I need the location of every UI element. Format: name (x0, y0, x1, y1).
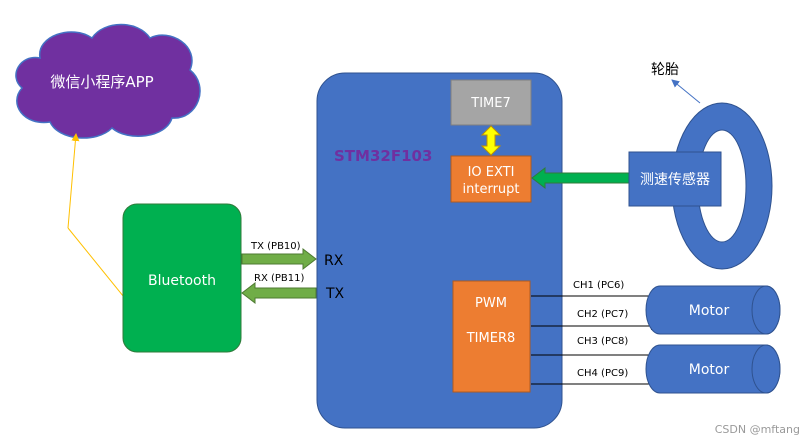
ch2-label: CH2 (PC7) (577, 309, 628, 320)
mcu-tx-label: TX (325, 286, 345, 302)
cloud-label: 微信小程序APP (50, 73, 153, 91)
timer8-label: TIMER8 (466, 331, 516, 346)
mcu-label: STM32F103 (334, 147, 432, 165)
uart-rx-arrow: RX (PB11) (241, 273, 317, 305)
mcu-rx-label: RX (324, 253, 344, 269)
bluetooth-link-line (67, 227, 129, 303)
pwm-channels: CH1 (PC6) CH2 (PC7) CH3 (PC8) CH4 (PC9) (531, 280, 659, 388)
speed-sensor: 测速传感器 (628, 151, 722, 207)
bluetooth-label: Bluetooth (148, 273, 216, 289)
pwm-label: PWM (475, 296, 507, 311)
tire-label: 轮胎 (651, 62, 679, 78)
bluetooth-module: Bluetooth (122, 203, 242, 353)
sensor-signal-arrow (531, 166, 630, 190)
pwm-timer8-block: PWM TIMER8 (452, 280, 531, 393)
tire-pointer-line (671, 79, 701, 104)
time7-label: TIME7 (470, 96, 510, 111)
io-exti-line1: IO EXTI (468, 165, 515, 180)
io-exti-block: IO EXTI interrupt (450, 155, 532, 203)
ch1-label: CH1 (PC6) (573, 280, 624, 291)
cloud-link-line (67, 133, 80, 229)
rx-pin-label: RX (PB11) (254, 273, 304, 284)
watermark: CSDN @mftang (715, 423, 800, 436)
motor-2-label: Motor (689, 362, 730, 378)
uart-tx-arrow: TX (PB10) (241, 241, 317, 271)
sensor-label: 测速传感器 (640, 171, 710, 188)
time7-block: TIME7 (450, 79, 532, 126)
ch3-label: CH3 (PC8) (577, 336, 628, 347)
motor-1-label: Motor (689, 303, 730, 319)
motor-1: Motor (645, 285, 781, 335)
ch4-label: CH4 (PC9) (577, 368, 628, 379)
wechat-app-cloud: 微信小程序APP (15, 23, 201, 139)
tx-pin-label: TX (PB10) (250, 241, 301, 252)
time7-exti-double-arrow (480, 125, 502, 156)
motor-2: Motor (645, 344, 781, 394)
io-exti-line2: interrupt (463, 182, 520, 197)
